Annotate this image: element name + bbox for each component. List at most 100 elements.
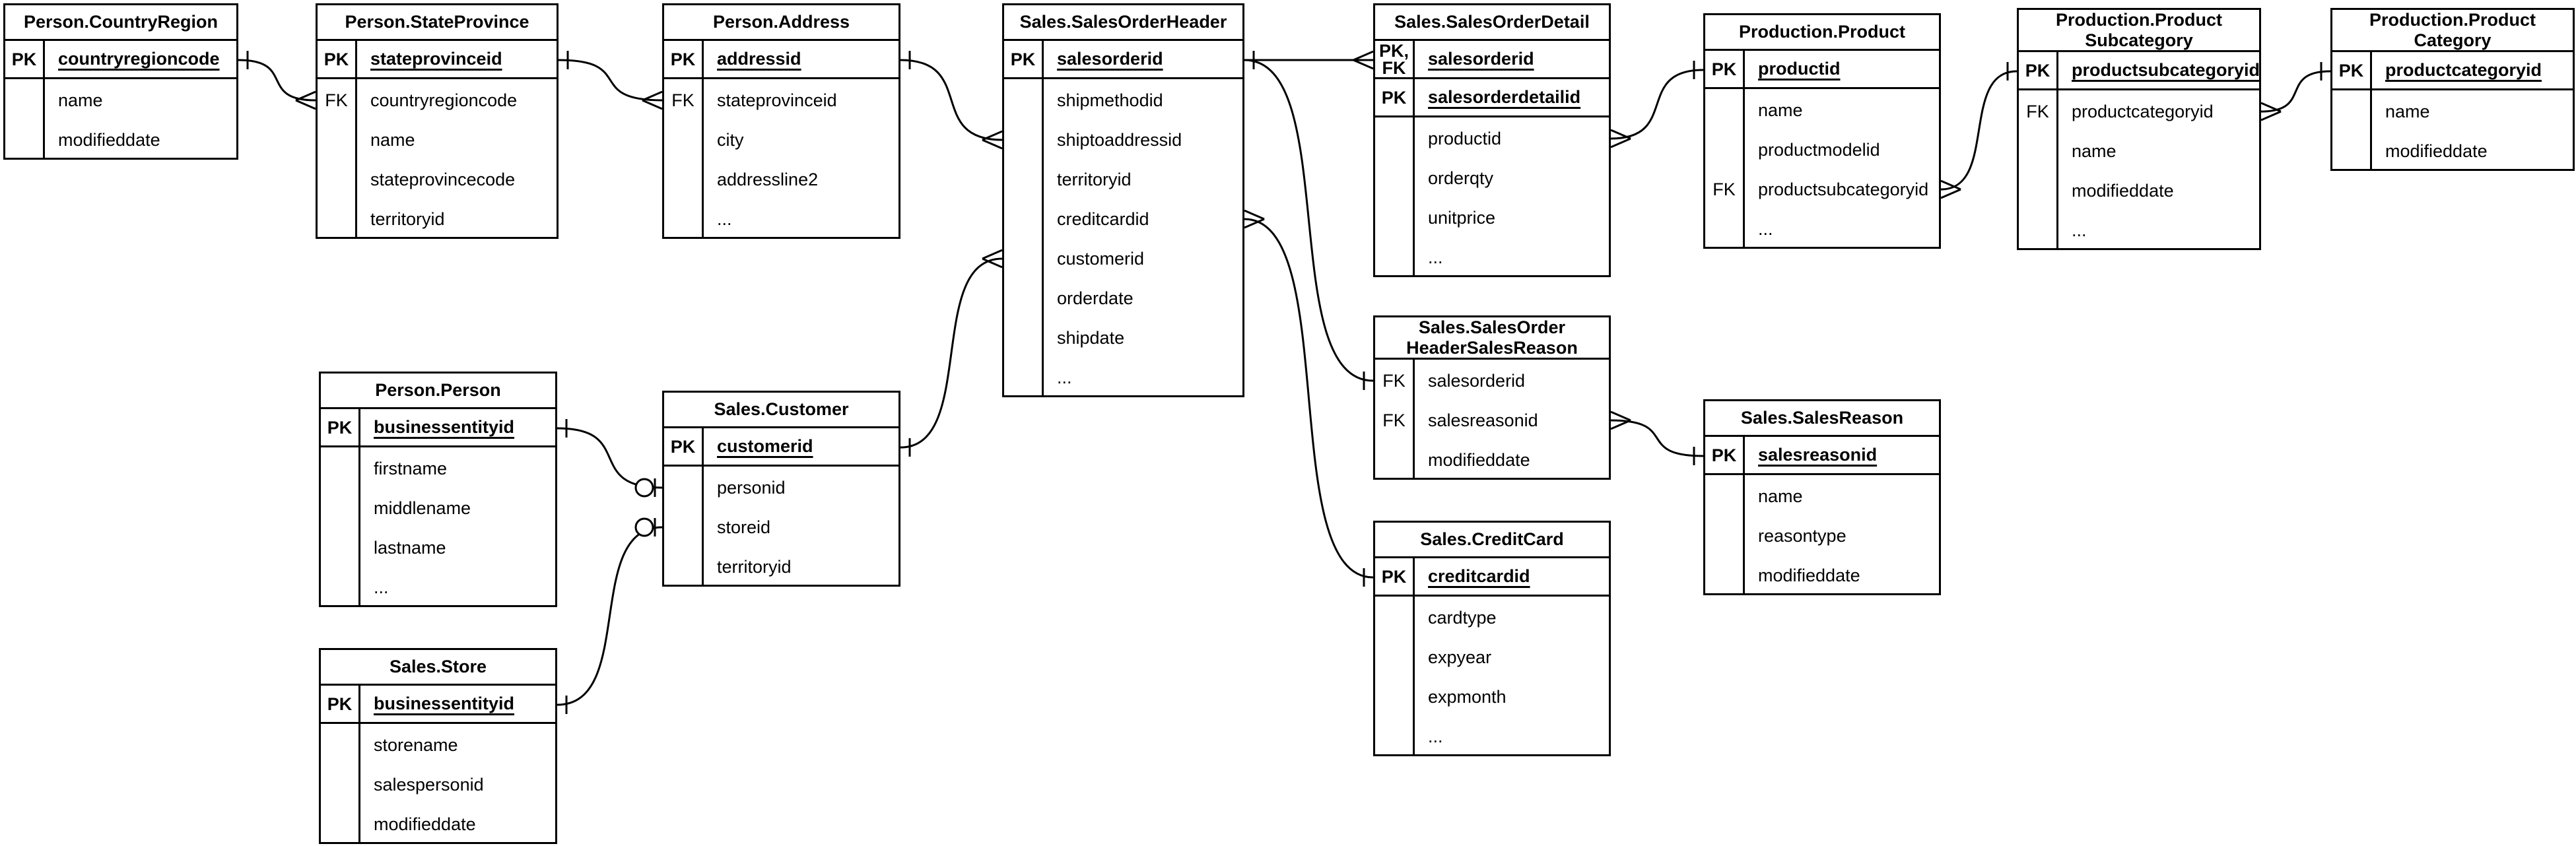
- field-name: salesreasonid: [1758, 445, 1878, 465]
- field-name: middlename: [374, 498, 471, 518]
- key-cell: [1375, 198, 1413, 238]
- connector-product-productsubcategory: [1940, 62, 2017, 199]
- field-name: stateprovinceid: [717, 90, 837, 110]
- field-name: territoryid: [717, 556, 792, 577]
- key-cell: [1375, 637, 1413, 677]
- field-name: stateprovincecode: [370, 169, 516, 189]
- key-cell: PK: [2332, 52, 2372, 88]
- field-name: modifieddate: [2385, 141, 2488, 161]
- relationship-line: [1610, 69, 1704, 140]
- field-name: personid: [717, 477, 786, 498]
- relationship-line: [558, 59, 663, 102]
- table-title: Production.Product Subcategory: [2019, 10, 2259, 52]
- field-name: ...: [2072, 220, 2087, 240]
- key-cell: [318, 120, 355, 160]
- table-title: Sales.SalesOrder HeaderSalesReason: [1375, 317, 1609, 360]
- field-name: salesorderid: [1428, 49, 1534, 69]
- key-cell: [321, 488, 358, 528]
- key-column: [321, 724, 360, 844]
- field-name: customerid: [717, 436, 813, 456]
- key-cell: PK: [321, 686, 360, 722]
- key-cell: [664, 547, 702, 587]
- key-cell: FK: [2026, 101, 2049, 121]
- key-cell: PK: [1004, 41, 1044, 77]
- connector-countryregion-stateprovince: [238, 51, 316, 110]
- key-column: [664, 467, 704, 587]
- field-name: territoryid: [1057, 169, 1132, 189]
- key-column: FK: [2019, 90, 2058, 250]
- key-cell: [1375, 598, 1413, 637]
- key-cell: PK, FK: [1375, 41, 1415, 77]
- key-cell: PK: [1705, 437, 1745, 473]
- key-cell: [321, 528, 358, 568]
- key-cell: [5, 120, 43, 160]
- field-name: reasontype: [1758, 525, 1847, 546]
- field-name: productcategoryid: [2385, 60, 2542, 80]
- key-cell: [321, 804, 358, 844]
- key-cell: PK: [2019, 52, 2058, 88]
- field-name: addressline2: [717, 169, 819, 189]
- field-name: addressid: [717, 49, 801, 69]
- connector-salesorderdetail-product: [1610, 61, 1704, 148]
- key-cell: [2332, 92, 2370, 131]
- key-cell: [1375, 677, 1413, 717]
- key-cell: [1705, 209, 1743, 249]
- key-cell: [1375, 158, 1413, 198]
- key-cell: PK: [1375, 79, 1415, 115]
- field-name: lastname: [374, 537, 446, 558]
- field-name: countryregioncode: [370, 90, 518, 110]
- key-cell: [664, 468, 702, 507]
- key-field-row: PK, FK salesorderid: [1375, 41, 1609, 79]
- field-name: name: [1758, 100, 1803, 120]
- key-field-row: PK productcategoryid: [2332, 52, 2573, 90]
- key-cell: [321, 449, 358, 488]
- field-name: creditcardid: [1428, 566, 1530, 586]
- table-title: Production.Product Category: [2332, 10, 2573, 52]
- key-field-row: PK productsubcategoryid: [2019, 52, 2260, 90]
- field-name: cardtype: [1428, 607, 1497, 628]
- field-name: shiptoaddressid: [1057, 129, 1182, 150]
- field-name: productsubcategoryid: [2072, 60, 2260, 80]
- key-cell: PK: [318, 41, 357, 77]
- field-name: ...: [1057, 367, 1072, 387]
- key-cell: [2019, 131, 2056, 171]
- field-name: countryregioncode: [58, 49, 220, 69]
- key-column: FK: [1705, 89, 1745, 249]
- key-cell: FK: [671, 90, 695, 110]
- connector-sohsr-salesreason: [1610, 410, 1704, 465]
- key-cell: [2019, 171, 2056, 211]
- relationship-line: [1244, 59, 1374, 382]
- field-name: orderqty: [1428, 168, 1494, 188]
- field-name: name: [58, 90, 103, 110]
- connector-address-salesorderheader: [900, 51, 1003, 150]
- key-column: [1705, 475, 1745, 595]
- field-name: businessentityid: [374, 417, 515, 437]
- key-cell: PK: [1705, 51, 1745, 87]
- table-title: Person.Person: [321, 374, 555, 409]
